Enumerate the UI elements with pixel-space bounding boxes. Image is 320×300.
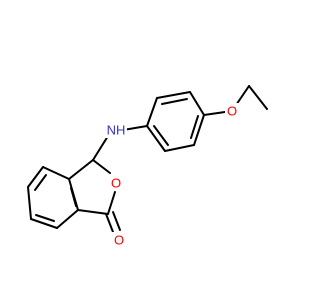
bond-phenyl-inner-3 bbox=[190, 115, 199, 139]
atom-label-carbonyl-oxygen: O bbox=[114, 233, 124, 248]
atom-label-ether-oxygen: O bbox=[227, 104, 237, 119]
bond-phenyl-4 bbox=[146, 125, 166, 152]
bond-benzo-5 bbox=[27, 166, 44, 188]
bond-carbonyl-1 bbox=[105, 213, 114, 233]
bond-c3-o-ring bbox=[92, 159, 111, 174]
bond-benzo-6 bbox=[42, 166, 70, 180]
bond-benzo-inner-1 bbox=[70, 187, 77, 207]
atom-label-ring-oxygen: O bbox=[111, 176, 121, 191]
bond-c3-c3a bbox=[68, 159, 94, 180]
bond-phenyl-3 bbox=[146, 97, 158, 127]
bond-n-c3 bbox=[92, 135, 109, 161]
atom-label-layer: O NH O O bbox=[105, 103, 239, 248]
bond-benzo-inner-2 bbox=[35, 214, 55, 222]
bond-phenyl-6 bbox=[193, 114, 205, 146]
bond-phenyl-inner-1 bbox=[161, 98, 188, 105]
bond-o-ring-c1 bbox=[107, 191, 116, 215]
bond-benzo-2 bbox=[56, 209, 79, 229]
bond-benzo-4 bbox=[27, 186, 32, 220]
bond-c1-c7a bbox=[77, 209, 109, 215]
bond-ethyl-ch3-ch2 bbox=[248, 85, 268, 110]
bond-phenyl-5 bbox=[164, 144, 195, 152]
bond-phenyl-1 bbox=[189, 91, 205, 116]
bond-phenyl-inner-2 bbox=[153, 125, 169, 146]
bond-carbonyl-2 bbox=[112, 211, 121, 231]
molecule-structure: O NH O O bbox=[27, 85, 268, 248]
bond-benzo-inner-3 bbox=[34, 174, 47, 191]
bond-layer bbox=[27, 85, 268, 233]
bond-phenyl-2 bbox=[156, 91, 191, 99]
atom-label-amine-nh: NH bbox=[107, 123, 126, 138]
bond-benzo-3 bbox=[30, 218, 58, 229]
